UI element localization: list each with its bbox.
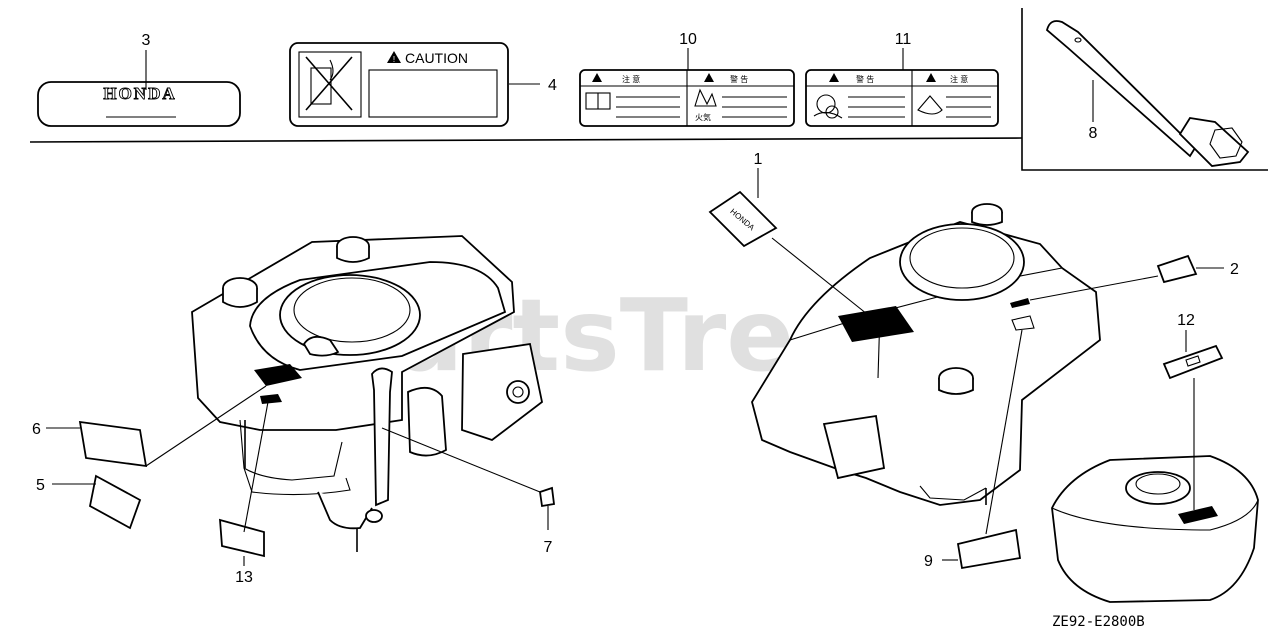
engine-decal-5 bbox=[260, 394, 282, 404]
hot-surface-icon bbox=[813, 94, 843, 119]
label11-left-header: 警 告 bbox=[856, 74, 874, 84]
fuel-hazard-icon bbox=[917, 95, 943, 115]
callout-11[interactable]: 11 bbox=[895, 31, 912, 48]
part-10-warning-label[interactable]: 注 意 警 告 火気 bbox=[579, 69, 795, 127]
engine-decal-6 bbox=[254, 364, 302, 386]
label10-left-header: 注 意 bbox=[622, 74, 640, 84]
callout-8[interactable]: 8 bbox=[1089, 125, 1098, 142]
part-9-label[interactable] bbox=[956, 528, 1022, 570]
diagram-code: ZE92-E2800B bbox=[1052, 614, 1145, 630]
callout-3[interactable]: 3 bbox=[142, 32, 151, 49]
part-7-label[interactable] bbox=[539, 486, 556, 508]
part-2-label[interactable] bbox=[1156, 254, 1198, 284]
fuel-cap bbox=[222, 277, 258, 308]
callout-6[interactable]: 6 bbox=[32, 421, 41, 438]
no-fire-icon bbox=[305, 56, 353, 111]
fuel-tank-illustration bbox=[1051, 455, 1259, 603]
tank-decal-12 bbox=[1178, 506, 1218, 524]
callout-9[interactable]: 9 bbox=[924, 553, 933, 570]
left-engine-illustration bbox=[191, 235, 543, 552]
part-11-warning-label[interactable]: 警 告 注 意 bbox=[805, 69, 999, 127]
caution-title: CAUTION bbox=[405, 50, 468, 66]
warning-triangle-icon bbox=[829, 73, 936, 82]
callout-1[interactable]: 1 bbox=[754, 151, 763, 168]
fire-hazard-icon bbox=[694, 88, 717, 107]
callout-7[interactable]: 7 bbox=[544, 539, 553, 556]
callout-2[interactable]: 2 bbox=[1230, 261, 1239, 278]
warning-triangle-icon bbox=[592, 73, 714, 82]
warning-triangle-icon: ! bbox=[387, 51, 401, 64]
fuel-cap bbox=[938, 367, 974, 395]
part-12-label[interactable] bbox=[1162, 344, 1224, 380]
label10-right-header: 警 告 bbox=[730, 74, 748, 84]
svg-text:!: ! bbox=[393, 55, 395, 64]
part-3-honda-emblem[interactable]: HONDA bbox=[37, 81, 241, 127]
callout-10[interactable]: 10 bbox=[679, 31, 697, 48]
right-engine-illustration bbox=[751, 203, 1101, 506]
honda-brand-text: HONDA bbox=[103, 84, 176, 103]
oil-cap bbox=[336, 236, 370, 263]
part-13-label[interactable] bbox=[219, 518, 265, 558]
part-8-spark-plug-wrench[interactable] bbox=[1045, 20, 1250, 167]
dipstick bbox=[365, 367, 393, 523]
label10-fire-note: 火気 bbox=[695, 112, 711, 122]
engine-decal-1 bbox=[838, 306, 914, 342]
engine-decal-9 bbox=[1011, 315, 1035, 331]
label11-right-header: 注 意 bbox=[950, 74, 968, 84]
callout-4[interactable]: 4 bbox=[548, 77, 557, 94]
part-1-honda-sticker[interactable]: HONDA bbox=[708, 190, 778, 248]
part-4-caution-label[interactable]: ! CAUTION bbox=[289, 42, 509, 127]
callout-5[interactable]: 5 bbox=[36, 477, 45, 494]
oil-cap bbox=[971, 203, 1003, 226]
engine-decal-2 bbox=[1010, 298, 1030, 308]
callout-12[interactable]: 12 bbox=[1177, 312, 1195, 329]
part-5-label[interactable] bbox=[88, 474, 142, 530]
part-6-label[interactable] bbox=[78, 420, 148, 468]
manual-book-icon bbox=[585, 92, 611, 110]
top-section-divider bbox=[29, 8, 1268, 171]
callout-13[interactable]: 13 bbox=[235, 569, 253, 586]
